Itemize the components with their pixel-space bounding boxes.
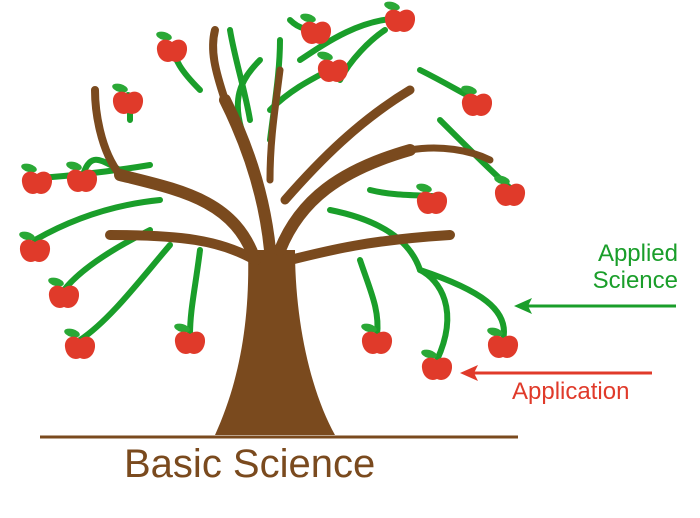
apple-icon	[494, 175, 526, 206]
apple-icon	[461, 85, 493, 116]
apple-icon	[48, 277, 80, 308]
applied-label-line1: Applied	[597, 240, 678, 267]
apple-icon	[416, 183, 448, 214]
apple-icon	[21, 163, 53, 194]
applied-science-label: Applied Science	[593, 240, 678, 294]
apple-icon	[487, 327, 519, 358]
apple-icon	[66, 161, 98, 192]
apple-icon	[174, 323, 206, 354]
applied-science-arrow	[514, 298, 676, 314]
application-label: Application	[512, 378, 630, 405]
apple-icon	[112, 83, 144, 114]
apple-icon	[300, 13, 332, 44]
apple-icon	[361, 323, 393, 354]
apple-icon	[384, 1, 416, 32]
apple-icon	[317, 51, 349, 82]
apple-icon	[156, 31, 188, 62]
trunk-basic-science	[91, 26, 494, 435]
applied-label-line2: Science	[592, 267, 678, 294]
application-arrow	[460, 365, 652, 381]
apple-icon	[64, 328, 96, 359]
apples-applications	[19, 1, 526, 380]
basic-science-label: Basic Science	[124, 442, 376, 486]
apple-icon	[421, 349, 453, 380]
apple-icon	[19, 231, 51, 262]
